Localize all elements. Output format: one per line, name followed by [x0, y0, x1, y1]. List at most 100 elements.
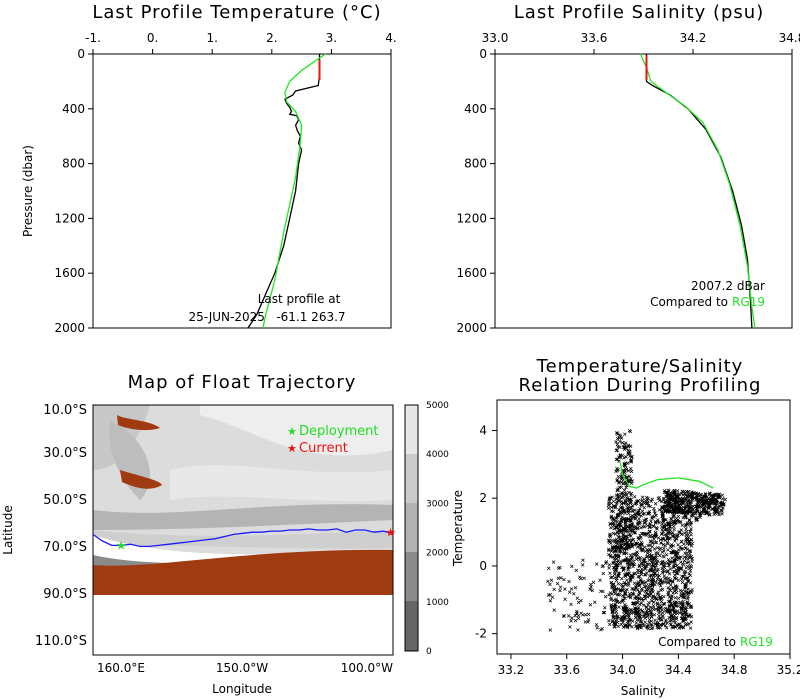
map-title: Map of Float Trajectory	[128, 372, 357, 393]
colorbar-ticks: 0 1000 2000 3000 4000 5000	[426, 401, 449, 657]
salinity-plot-frame	[494, 53, 793, 329]
salinity-tick-label: 34.8	[721, 663, 748, 677]
salinity-x-tick-label: 34.2	[680, 31, 707, 45]
antarctica-land	[93, 549, 393, 595]
ts-compared-to-label: Compared to	[658, 635, 736, 649]
temperature-temperature_profile-line	[247, 54, 321, 329]
current-legend-star: ★	[287, 442, 297, 455]
temperature-title: Last Profile Temperature (°C)	[92, 2, 381, 23]
ts-points	[546, 428, 728, 632]
temperature-x-tick-label: -1.	[85, 31, 101, 45]
pressure-axis-label: Pressure (dbar)	[21, 145, 35, 237]
latitude-tick-label: 30.0°S	[43, 446, 87, 461]
colorbar-tick-label: 5000	[426, 401, 449, 411]
temperature-x-tick-label: 4.	[385, 31, 396, 45]
latitude-tick-label: 70.0°S	[43, 540, 87, 555]
temperature-tick-label: 4	[479, 423, 487, 437]
compared-to-label: Compared to	[650, 295, 728, 309]
temperature-profile-panel: Last Profile Temperature (°C) -1. 0. 1. 2. 3…	[21, 2, 397, 335]
latitude-axis-label: Latitude	[1, 505, 15, 554]
salinity-y-tick-label: 2000	[456, 321, 487, 335]
temperature-x-ticks: -1. 0. 1. 2. 3. 4.	[85, 31, 397, 54]
temperature-x-tick-label: 0.	[147, 31, 158, 45]
longitude-ticks: 160.0°E 150.0°W 100.0°W	[97, 661, 393, 675]
salinity-y-tick-label: 800	[464, 157, 487, 171]
float-trajectory: ★★	[92, 525, 396, 552]
temperature-axis-label: Temperature	[451, 490, 465, 567]
temperature-tick-label: -2	[475, 627, 487, 641]
longitude-tick-label: 150.0°W	[216, 661, 268, 675]
temperature-plot-frame	[92, 53, 392, 329]
salinity-y-tick-label: 0	[479, 47, 487, 61]
salinity-y-tick-label: 400	[464, 102, 487, 116]
temperature-y-ticks: 0 400 800 1200 1600 2000	[54, 47, 93, 335]
colorbar-tick-label: 3000	[426, 499, 449, 509]
salinity-climatology-line	[639, 53, 756, 329]
longitude-tick-label: 160.0°E	[97, 661, 145, 675]
salinity-y-ticks: 0 400 800 1200 1600 2000	[456, 47, 495, 335]
colorbar-tick-label: 4000	[426, 450, 449, 460]
profile-depth-label: 2007.2 dBar	[691, 279, 765, 293]
last-profile-date-position: 25-JUN-2025 -61.1 263.7	[188, 310, 345, 324]
temperature-x-tick-label: 2.	[266, 31, 277, 45]
salinity-tick-label: 34.0	[609, 663, 636, 677]
longitude-tick-label: 100.0°W	[341, 661, 393, 675]
ts-plot-frame	[496, 399, 791, 655]
temperature-y-tick-label: 2000	[54, 321, 85, 335]
salinity-ticks: 33.2 33.6 34.0 34.4 34.8 35.2	[498, 654, 800, 677]
temperature-y-tick-label: 400	[62, 102, 85, 116]
ts-title-line2: Relation During Profiling	[519, 375, 762, 396]
climatology-name-label: RG19	[732, 295, 765, 309]
new-zealand-land	[117, 415, 162, 489]
deployment-legend-label: Deployment	[299, 424, 379, 439]
ts-climatology-name: RG19	[740, 635, 773, 649]
salinity-series	[639, 53, 756, 329]
salinity-tick-label: 34.4	[665, 663, 692, 677]
salinity-tick-label: 33.2	[498, 663, 525, 677]
current-legend-label: Current	[299, 441, 348, 456]
ts-climatology-line	[619, 460, 714, 489]
bathymetry-background	[93, 405, 393, 655]
ts-title-line1: Temperature/Salinity	[536, 356, 744, 377]
latitude-tick-label: 110.0°S	[35, 634, 87, 649]
latitude-tick-label: 10.0°S	[43, 403, 87, 418]
trajectory-line	[92, 528, 391, 548]
longitude-axis-label: Longitude	[212, 682, 272, 696]
salinity-title: Last Profile Salinity (psu)	[514, 2, 764, 23]
depth-colorbar: 0 1000 2000 3000 4000 5000	[404, 401, 449, 657]
salinity-x-tick-label: 33.0	[482, 31, 509, 45]
salinity-profile-panel: Last Profile Salinity (psu) 33.0 33.6 34.2…	[456, 2, 800, 335]
last-profile-label: Last profile at	[258, 292, 341, 306]
temperature-y-tick-label: 800	[62, 157, 85, 171]
salinity-x-tick-label: 34.8	[779, 31, 800, 45]
salinity-tick-label: 33.6	[553, 663, 580, 677]
deployment-legend-star: ★	[287, 425, 297, 438]
temperature-y-tick-label: 0	[77, 47, 85, 61]
colorbar-tick-label: 1000	[426, 598, 449, 608]
latitude-tick-label: 90.0°S	[43, 587, 87, 602]
temperature-x-tick-label: 3.	[326, 31, 337, 45]
ts-observation-points	[546, 428, 728, 632]
salinity-y-tick-label: 1200	[456, 211, 487, 225]
colorbar-tick-label: 0	[426, 647, 432, 657]
colorbar-tick-label: 2000	[426, 549, 449, 559]
salinity-x-ticks: 33.0 33.6 34.2 34.8	[482, 31, 800, 54]
temperature-series	[247, 53, 326, 329]
ts-scatter-panel: Temperature/Salinity Relation During Pro…	[451, 356, 800, 698]
temperature-y-tick-label: 1200	[54, 211, 85, 225]
temperature-x-tick-label: 1.	[206, 31, 217, 45]
salinity-x-tick-label: 33.6	[581, 31, 608, 45]
map-frame	[92, 404, 394, 656]
salinity-tick-label: 35.2	[777, 663, 800, 677]
current-marker: ★	[385, 525, 396, 539]
temperature-y-tick-label: 1600	[54, 266, 85, 280]
latitude-ticks: 10.0°S 30.0°S 50.0°S 70.0°S 90.0°S 110.0°S	[35, 403, 87, 649]
temperature-tick-label: 2	[479, 491, 487, 505]
salinity-axis-label: Salinity	[621, 684, 665, 698]
salinity-y-tick-label: 1600	[456, 266, 487, 280]
latitude-tick-label: 50.0°S	[43, 493, 87, 508]
temperature-climatology-line	[262, 53, 326, 329]
